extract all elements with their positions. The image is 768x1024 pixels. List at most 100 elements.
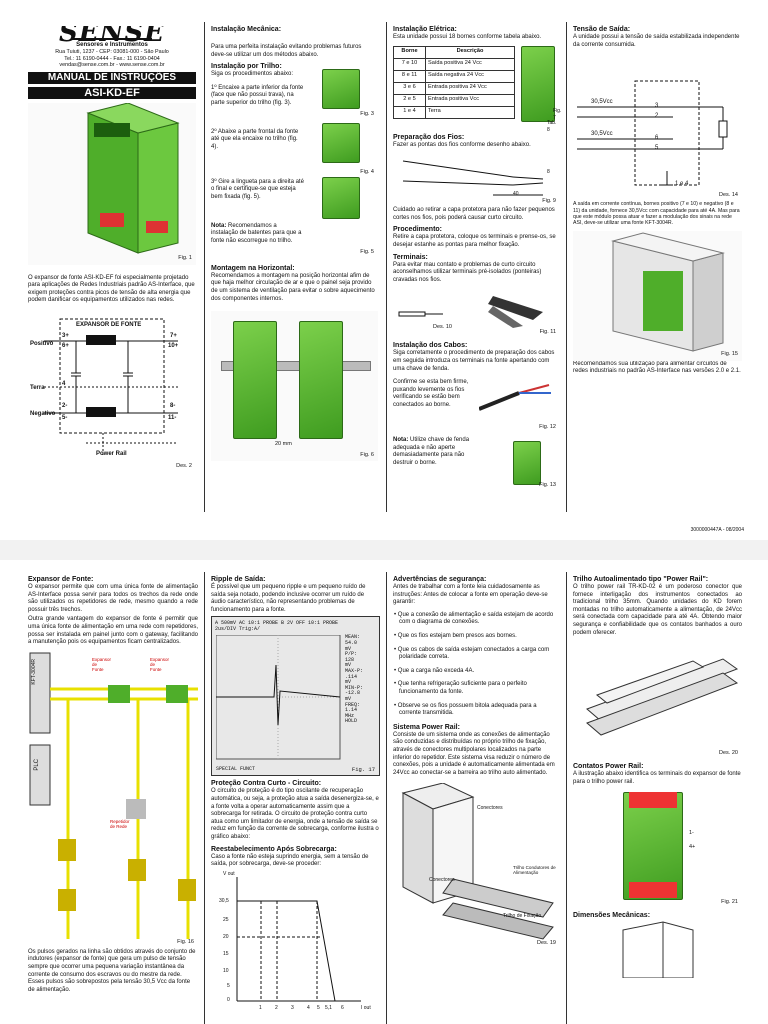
cell: 7 e 10 — [393, 57, 426, 71]
heading-procedimento: Procedimento: — [393, 226, 443, 234]
dim-8: 8 — [547, 169, 550, 176]
cell: Terra — [425, 105, 515, 119]
item-text: Observe se os fios possuem bitola adequa… — [397, 702, 537, 717]
crimp-tool-drawing — [398, 296, 543, 329]
fig16-network: KFT-3004R PLC Expansor de Fonte Expansor… — [28, 649, 198, 949]
y-tick: 10 — [223, 967, 229, 974]
readout: mV — [345, 679, 352, 686]
column-trilho: Trilho Autoalimentado tipo "Power Rail":… — [566, 572, 748, 1024]
heading-expansor: Expansor de Fonte: — [28, 576, 94, 583]
scope-header-2: 2us/DIV Trig:A/ — [215, 626, 261, 633]
fig3-module — [322, 68, 360, 109]
overload-graph: V out I out 30,5 25 20 15 10 5 0 1 2 3 4… — [211, 871, 380, 1021]
column-ripple: Ripple de Saída: É possível que um peque… — [204, 572, 386, 1024]
brand-web: vendas@sense.com.br - www.sense.com.br — [59, 62, 165, 69]
readout: mV — [345, 695, 352, 702]
y-tick: 30,5 — [219, 897, 229, 904]
cell: 8 e 11 — [393, 69, 426, 83]
terminal-red-icon — [100, 212, 124, 227]
page-back: Expansor de Fonte: O expansor permite qu… — [0, 562, 768, 1024]
x-tick: 4 — [307, 1004, 310, 1011]
des19-rail: Conectores Trilho Condutores de Alimenta… — [393, 782, 560, 949]
diagram-title: EXPANSOR DE FONTE — [76, 322, 142, 329]
readout: MIN-P: — [345, 684, 364, 691]
label-contact-1: 1- — [689, 830, 694, 837]
label-repetidor: Repetidor de Rede — [110, 818, 130, 829]
heading-instalacao-mecanica: Instalação Mecânica: — [211, 26, 282, 33]
label-v2: 30,5Vcc — [591, 131, 613, 138]
readout: mV — [345, 645, 352, 652]
fig21-contacts: 1- 4+ Fig. 21 — [573, 788, 742, 908]
heading-fios: Preparação dos Fios: — [393, 133, 465, 141]
wire-drawing — [402, 160, 544, 196]
fig10-11-block: Des. 10 Fig. 11 — [393, 286, 560, 338]
heading-contatos: Contatos Power Rail: — [573, 763, 644, 771]
network-drawing — [29, 652, 198, 939]
sense-logo: SENSE — [59, 26, 165, 48]
heading-trilho-autoalimentado: Trilho Autoalimentado tipo "Power Rail": — [573, 576, 709, 583]
terminal-11: 11- — [168, 415, 177, 422]
label-trilho-fixacao: Trilho de Fixação — [503, 913, 542, 920]
heading-terminais: Terminais: — [393, 253, 428, 261]
fig15-caption: Fig. 15 — [721, 351, 738, 358]
nota-block: Nota: Recomendamos a instalação de baten… — [211, 223, 378, 259]
doc-code-bottom: 3000000447A - 08/2004 — [690, 527, 744, 533]
text-mecanica: Para uma perfeita instalação evitando pr… — [211, 44, 362, 58]
dimensions-outline — [622, 921, 694, 979]
graph-y-label: V out — [223, 870, 235, 877]
heading-horizontal: Montagem na Horizontal: — [211, 264, 295, 272]
nota-trilho: Nota: Recomendamos a instalação de baten… — [211, 223, 305, 246]
cell: Entrada positiva Vcc — [425, 93, 515, 107]
scope-header: A 500mV AC 10:1 PROBE B 2V OFF 10:1 PROB… — [215, 620, 339, 627]
fig7-module — [521, 45, 555, 122]
terminal-7: 7+ — [170, 333, 177, 340]
x-tick: 5,1 — [325, 1004, 332, 1011]
readout: 128 — [345, 656, 355, 663]
text-saida: A saída em corrente contínua, bornes pos… — [573, 201, 740, 227]
label-positivo: Positivo — [30, 341, 54, 348]
y-tick: 25 — [223, 916, 229, 923]
output-schematic — [577, 80, 728, 186]
heading-ripple: Ripple de Saída: — [211, 576, 266, 583]
x-tick: 5 — [317, 1004, 320, 1011]
text-expansor-1: O expansor permite que com uma única fon… — [28, 584, 198, 613]
label-conectores-2: Conectores — [429, 877, 455, 884]
column-seguranca: Advertências de segurança: Antes de trab… — [386, 572, 566, 1024]
des20-caption: Des. 20 — [719, 749, 738, 756]
text-tensao: A unidade possui a tensão de saída estab… — [573, 34, 740, 48]
heading-eletrica: Instalação Elétrica: — [393, 26, 457, 33]
readout: 54.0 — [345, 639, 358, 646]
dimensions-drawing — [573, 920, 742, 980]
x-tick: 3 — [291, 1004, 294, 1011]
module-b — [299, 321, 343, 440]
label-expansor-2: Expansor de Fonte — [150, 656, 170, 672]
heading-reestabelecimento: Reestabelecimento Após Sobrecarga: — [211, 845, 337, 853]
text-trilho: Siga os procedimentos abaixo: — [211, 71, 294, 78]
label-contact-4: 4+ — [689, 844, 696, 851]
fig4-caption: Fig. 4 — [360, 169, 374, 176]
node-5: 5 — [655, 145, 659, 152]
fig21-caption: Fig. 21 — [721, 898, 738, 905]
cell: Saída negativa 24 Vcc — [425, 69, 515, 83]
graph-x-label: I out — [361, 1004, 371, 1011]
y-tick: 0 — [227, 996, 230, 1003]
item-text: Que tenha refrigeração suficiente para o… — [397, 681, 527, 695]
label-v1: 30,5Vcc — [591, 99, 613, 106]
text-seguranca: Antes de trabalhar com a fonte leia cuid… — [393, 584, 548, 606]
label-trilho-condutores: Trilho Condutores de Alimentação — [513, 865, 556, 876]
heading-cabos: Instalação dos Cabos: — [393, 342, 468, 350]
fig4-module — [322, 122, 360, 163]
fig12-caption: Fig. 12 — [539, 423, 556, 430]
scope-footer: SPECIAL FUNCT — [216, 765, 256, 772]
item-text: Que a carga não exceda 4A. — [397, 667, 475, 674]
dim-40: 40 — [513, 191, 519, 198]
th-descricao: Descrição — [425, 45, 515, 59]
terminal-6: 6+ — [62, 343, 69, 350]
cell: Entrada positiva 24 Vcc — [425, 81, 515, 95]
node-1e4: 1 e 4 — [675, 181, 689, 188]
label-negativo: Negativo — [30, 411, 56, 418]
node-6: 6 — [655, 135, 659, 142]
